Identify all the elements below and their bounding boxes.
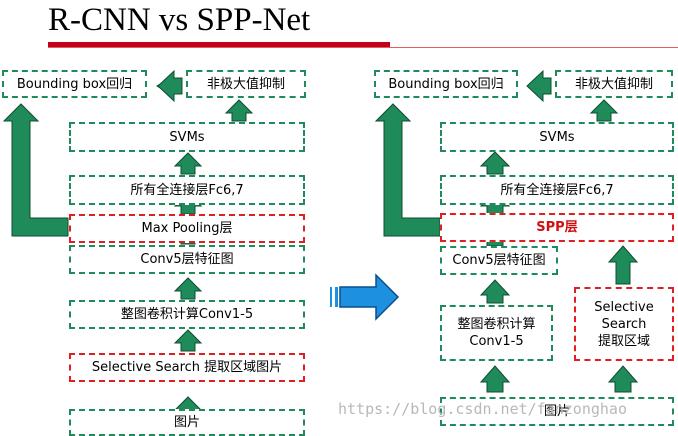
spp-layer: SPP层 xyxy=(440,213,674,242)
title-underline-rule xyxy=(48,47,678,48)
up-arrow-icon xyxy=(479,151,511,175)
spp-image: 图片 xyxy=(440,397,674,426)
up-arrow-icon xyxy=(224,99,254,122)
rcnn-selective-search: Selective Search 提取区域图片 xyxy=(69,353,305,382)
transition-arrow-icon xyxy=(339,273,400,321)
spp-conv5-feature-map: Conv5层特征图 xyxy=(440,246,558,275)
rcnn-bounding-box-regression: Bounding box回归 xyxy=(2,70,147,98)
l-shaped-arrow-icon xyxy=(374,103,441,237)
up-arrow-icon xyxy=(589,99,619,122)
slide-title: R-CNN vs SPP-Net xyxy=(48,2,311,38)
watermark: https://blog.csdn.net/fanzonghao xyxy=(338,400,627,418)
rcnn-nms: 非极大值抑制 xyxy=(186,70,306,98)
up-arrow-icon xyxy=(173,329,203,352)
rcnn-svms: SVMs xyxy=(69,122,305,152)
rcnn-image: 图片 xyxy=(69,409,305,436)
spp-fc-layers: 所有全连接层Fc6,7 xyxy=(440,175,674,205)
up-arrow-icon xyxy=(479,365,511,393)
spp-selective-search: Selective Search 提取区域 xyxy=(574,287,674,361)
up-arrow-icon xyxy=(479,279,511,304)
rcnn-fc-layers: 所有全连接层Fc6,7 xyxy=(69,175,305,205)
rcnn-conv1-5: 整图卷积计算Conv1-5 xyxy=(69,300,305,329)
spp-conv1-5: 整图卷积计算 Conv1-5 xyxy=(440,305,553,361)
rcnn-conv5-feature-map: Conv5层特征图 xyxy=(69,245,305,274)
rcnn-max-pooling: Max Pooling层 xyxy=(69,214,305,243)
l-shaped-arrow-icon xyxy=(2,103,69,237)
spp-bounding-box-regression: Bounding box回归 xyxy=(374,70,518,98)
spp-svms: SVMs xyxy=(440,122,674,152)
up-arrow-icon xyxy=(173,152,203,175)
up-arrow-icon xyxy=(607,245,639,285)
spp-nms: 非极大值抑制 xyxy=(555,70,673,98)
up-arrow-icon xyxy=(607,365,639,393)
title-underline-bar xyxy=(48,42,390,48)
up-arrow-icon xyxy=(173,277,203,300)
left-arrow-icon xyxy=(526,69,552,103)
